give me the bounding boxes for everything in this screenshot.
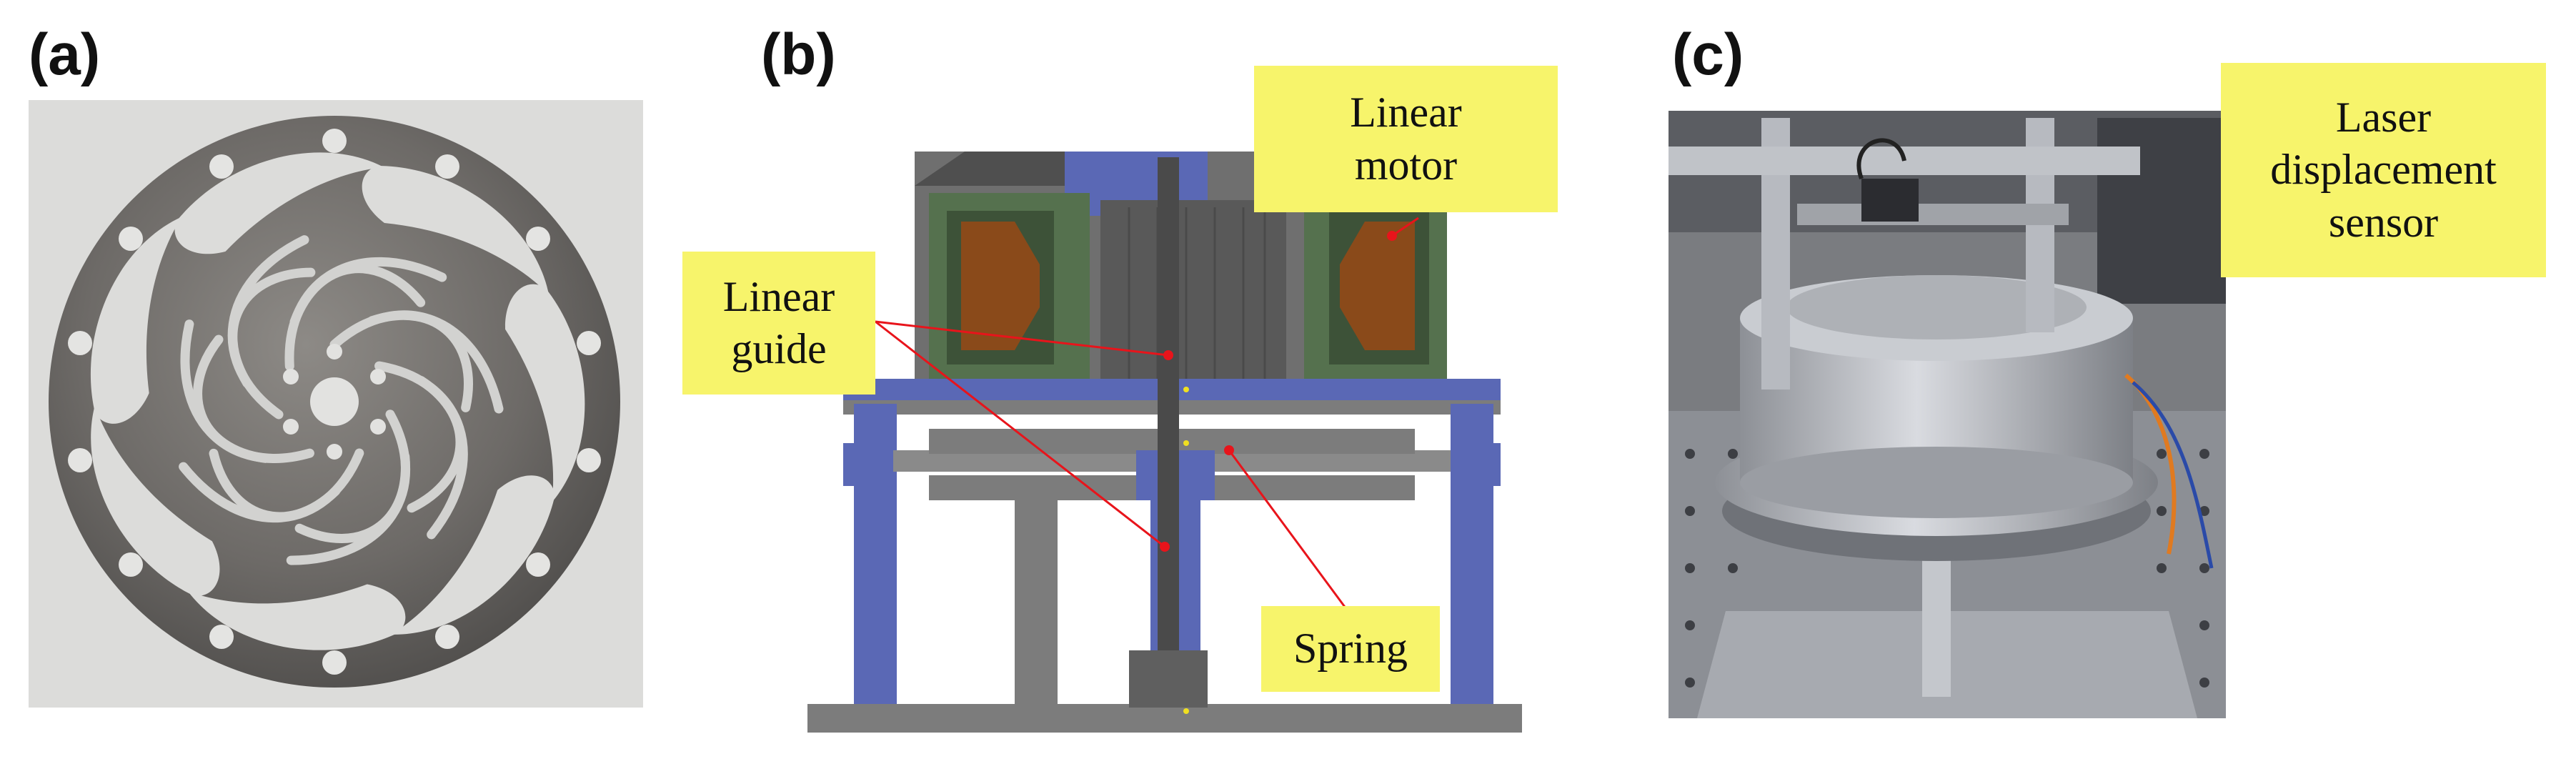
- callout-laser-sensor: Laser displacement sensor: [2221, 63, 2546, 277]
- panel-label-a: (a): [29, 22, 101, 87]
- panel-label-c: (c): [1672, 22, 1744, 87]
- callout-laser-sensor-line1: Laser: [2335, 94, 2432, 142]
- callout-linear-motor-line2: motor: [1354, 141, 1458, 189]
- callout-spring: Spring: [1261, 606, 1440, 692]
- flexure-spring-photo: [29, 100, 643, 708]
- callout-linear-guide-line2: guide: [731, 325, 827, 372]
- callout-laser-sensor-line3: sensor: [2328, 198, 2439, 246]
- panel-label-b: (b): [761, 22, 836, 87]
- test-rig-photo: [1669, 111, 2226, 718]
- callout-laser-sensor-line2: displacement: [2270, 146, 2497, 194]
- callout-linear-motor: Linear motor: [1254, 66, 1558, 212]
- callout-linear-guide: Linear guide: [682, 252, 875, 395]
- callout-linear-guide-line1: Linear: [722, 272, 835, 320]
- callout-linear-motor-line1: Linear: [1350, 89, 1462, 137]
- callout-spring-line1: Spring: [1293, 625, 1408, 673]
